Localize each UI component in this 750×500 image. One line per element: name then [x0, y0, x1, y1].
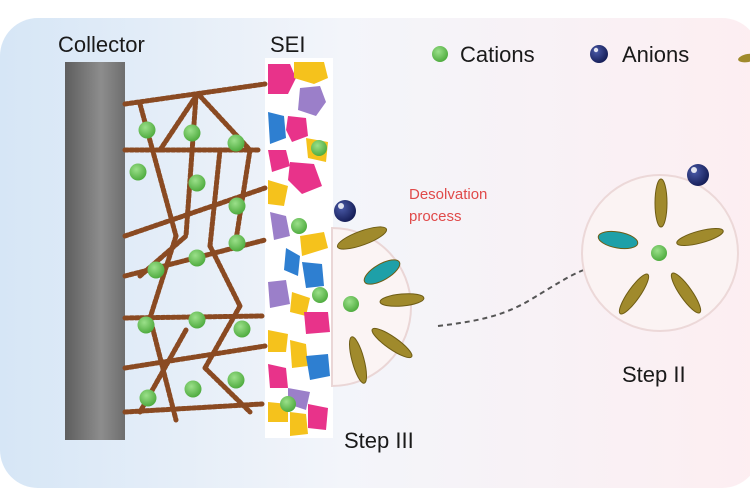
solvent-molecule: [670, 272, 702, 314]
cation: [139, 389, 157, 407]
sei-component: [268, 180, 288, 206]
solvent-molecule: [597, 230, 639, 250]
sei-component: [286, 116, 308, 142]
polymer-chain: [183, 93, 199, 239]
sei-component: [290, 340, 308, 368]
polymer-chain: [202, 303, 243, 371]
sei-component: [268, 150, 290, 172]
sei-component: [288, 162, 322, 194]
collector-label: Collector: [58, 32, 145, 57]
anions-legend-label: Anions: [622, 42, 690, 67]
step2-label: Step II: [622, 362, 686, 387]
solvent-molecule: [618, 273, 650, 315]
step2-solvent-molecules: [597, 178, 724, 315]
sei-component: [290, 412, 308, 436]
cation: [147, 261, 165, 279]
cation: [228, 234, 246, 252]
cation: [227, 371, 245, 389]
cation: [183, 124, 201, 142]
cation: [228, 197, 246, 215]
anion: [687, 164, 709, 186]
sei-component: [270, 212, 290, 240]
solvent-molecule: [676, 228, 724, 246]
cation: [188, 249, 206, 267]
solvent-molecule: [371, 327, 413, 359]
cation: [129, 163, 147, 181]
cations-legend-label: Cations: [460, 42, 535, 67]
sei-cation: [312, 287, 328, 303]
sei-component: [268, 330, 288, 352]
solvent-molecule: [336, 226, 388, 250]
polymer-chain: [207, 147, 223, 249]
cation: [651, 245, 667, 261]
solvent-molecule: [654, 178, 668, 228]
sei-component: [306, 354, 330, 380]
cation: [343, 296, 359, 312]
solvent-molecule: [379, 293, 425, 307]
cation-legend-icon: [432, 46, 448, 62]
sei-component: [300, 232, 328, 256]
cation: [188, 174, 206, 192]
solvent-legend-icon: [738, 53, 750, 63]
polymer-chain: [233, 147, 253, 243]
sei-component: [290, 292, 310, 316]
sei-component: [308, 404, 328, 430]
polymer-chain: [122, 401, 265, 415]
sei-component: [302, 262, 324, 288]
step3-label: Step III: [344, 428, 414, 453]
collector-electrode: [65, 62, 125, 440]
desolvation-label-line1: Desolvation: [409, 186, 488, 203]
sei-cation: [291, 218, 307, 234]
cation: [184, 380, 202, 398]
polymer-chain: [122, 343, 268, 371]
diffusion-path: [437, 267, 591, 327]
sei-component: [268, 364, 288, 388]
anion: [334, 200, 356, 222]
sei-component: [268, 64, 296, 94]
cation: [138, 121, 156, 139]
polymer-chain: [157, 93, 199, 153]
sei-cation: [280, 396, 296, 412]
cation: [137, 316, 155, 334]
sei-layer: [265, 58, 333, 438]
sei-component: [284, 248, 300, 276]
sei-component: [268, 112, 286, 144]
sei-component: [268, 280, 290, 308]
sei-component: [304, 312, 330, 334]
cation: [233, 320, 251, 338]
step3-solvent-molecules: [336, 226, 425, 384]
solvent-molecule: [349, 336, 367, 384]
polymer-chain: [202, 365, 253, 415]
sei-component: [294, 62, 328, 84]
sei-component: [298, 86, 326, 116]
sei-cation: [311, 140, 327, 156]
network-cations: [129, 121, 251, 407]
solvent-molecule: [363, 259, 401, 285]
polymer-chain: [207, 243, 243, 309]
cation: [227, 134, 245, 152]
sei-label: SEI: [270, 32, 306, 57]
cation: [188, 311, 206, 329]
anion-legend-icon: [590, 45, 608, 63]
desolvation-label-line2: process: [409, 208, 462, 225]
